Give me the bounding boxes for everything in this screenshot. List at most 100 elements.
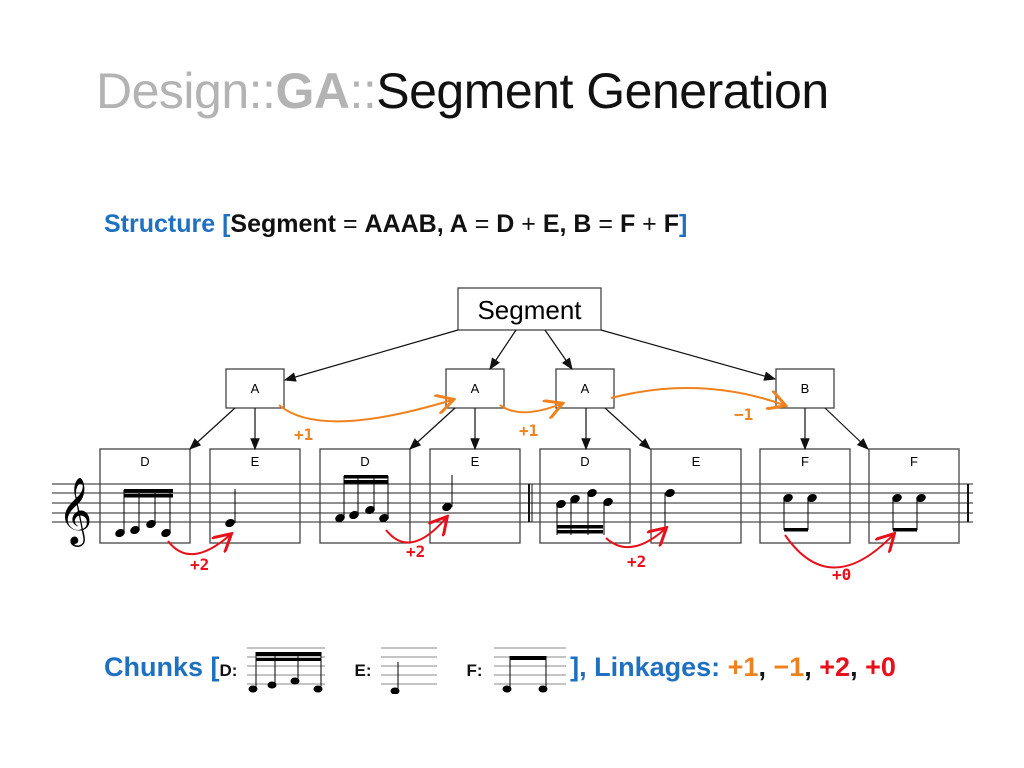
structure-text: +	[635, 210, 664, 238]
linkage-label: +2	[190, 555, 209, 574]
bracket: ]	[679, 210, 688, 238]
leaf-2-label: D	[360, 454, 369, 469]
linkage-label: +0	[832, 565, 851, 584]
tree-edge	[604, 407, 651, 450]
note-head	[570, 494, 580, 504]
note-head	[587, 488, 597, 498]
linkage-arrow	[385, 518, 446, 544]
linkage-value: +2	[819, 652, 851, 683]
linkages-label: , Linkages:	[579, 652, 728, 683]
comma: ,	[850, 652, 866, 683]
note-head	[225, 518, 235, 528]
structure-line: Structure [Segment = AAAB, A = D + E, B …	[104, 210, 687, 239]
title-topic: Segment Generation	[376, 63, 829, 119]
note-head	[115, 528, 125, 538]
note-head	[349, 510, 359, 520]
leaf-0-box	[99, 448, 191, 544]
leaf-5-label: E	[692, 454, 701, 469]
linkage-label: −1	[734, 405, 753, 424]
node-2-label: A	[581, 381, 590, 396]
note-head	[665, 488, 675, 498]
note-beam	[124, 489, 173, 493]
bracket: [	[222, 210, 231, 238]
leaf-3-label: E	[471, 454, 480, 469]
tree-edge	[489, 329, 517, 370]
note-beam	[893, 528, 917, 532]
node-1-label: A	[471, 381, 480, 396]
music-staff	[52, 483, 973, 523]
tree-edge	[544, 329, 573, 370]
tree-edge	[409, 407, 456, 450]
structure-text: =	[591, 210, 620, 238]
note-beam	[344, 475, 388, 479]
structure-text: AAAB, A	[364, 210, 468, 238]
chunk-d-label: D:	[219, 661, 238, 681]
note-head	[603, 497, 613, 507]
comma: ,	[758, 652, 774, 683]
title-sep: ::	[349, 63, 377, 119]
linkage-label: +1	[519, 421, 538, 440]
note-head	[892, 493, 902, 503]
structure-label: Structure	[104, 210, 216, 238]
note-beam	[344, 480, 388, 484]
linkage-value: +0	[865, 652, 896, 683]
comma: ,	[804, 652, 820, 683]
node-0-box	[225, 368, 285, 409]
tree-edge	[600, 329, 777, 381]
note-beam	[124, 494, 173, 498]
linkage-label: +2	[406, 542, 425, 561]
leaf-7-label: F	[910, 454, 918, 469]
tree-edge	[824, 407, 869, 450]
note-head	[335, 513, 345, 523]
note-head	[130, 525, 140, 535]
note-beam	[557, 525, 603, 529]
chunks-label: Chunks [	[104, 652, 220, 683]
bracket: ]	[570, 652, 580, 683]
structure-text: D	[496, 210, 515, 238]
treble-clef-icon: 𝄞	[58, 476, 92, 547]
leaf-2-box	[319, 448, 411, 544]
chunk-e-notation	[381, 647, 438, 694]
note-head	[146, 519, 156, 529]
linkage-arrow	[499, 404, 561, 412]
leaf-7-box	[868, 448, 960, 544]
structure-text: =	[467, 210, 497, 238]
structure-text: Segment	[230, 210, 337, 238]
chunks-line: Chunks [D: E: F: ], Linkages: +1, −1, +2…	[104, 644, 896, 694]
note-beam	[557, 530, 603, 534]
notes	[115, 475, 926, 538]
root-segment-box	[457, 287, 602, 331]
structure-text: F	[619, 210, 636, 238]
linkage-value: +1	[727, 652, 759, 683]
linkage-label: +2	[627, 552, 646, 571]
linkage-arrow	[605, 529, 665, 549]
chunk-e-label: E:	[354, 661, 372, 681]
note-head	[783, 493, 793, 503]
linkage-arrow	[610, 387, 784, 405]
leaf-1-label: E	[251, 454, 260, 469]
note-head	[556, 499, 566, 509]
linkage-arrow	[278, 400, 452, 423]
note-head	[161, 528, 171, 538]
structure-text: E, B	[542, 210, 592, 238]
leaf-5-box	[650, 448, 742, 544]
note-head	[916, 493, 926, 503]
root-segment-label: Segment	[477, 295, 582, 325]
tree-edge	[189, 407, 236, 450]
note-head	[807, 493, 817, 503]
structure-text: =	[336, 210, 365, 238]
note-beam	[784, 528, 808, 532]
chunk-d-notation	[246, 647, 325, 693]
linkage-label: +1	[294, 425, 313, 444]
leaf-0-label: D	[140, 454, 149, 469]
title-design: Design	[96, 63, 249, 119]
structure-text: +	[514, 210, 543, 238]
node-0-label: A	[251, 381, 260, 396]
chunk-f-label: F:	[466, 661, 483, 681]
leaf-4-label: D	[580, 454, 589, 469]
note-head	[442, 502, 452, 512]
linkage-arrow	[167, 535, 230, 556]
linkage-value: −1	[773, 652, 805, 683]
leaf-6-label: F	[801, 454, 809, 469]
note-head	[379, 513, 389, 523]
